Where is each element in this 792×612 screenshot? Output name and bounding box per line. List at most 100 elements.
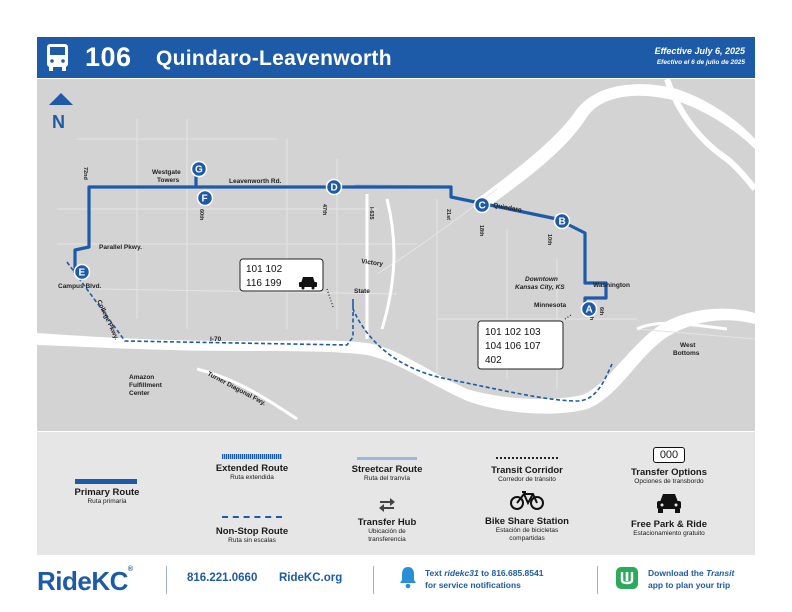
effective-date-es: Efectivo el 6 de julio de 2025 [656, 59, 745, 66]
i70-label: I-70 [210, 336, 222, 343]
corridor-swatch [496, 457, 558, 459]
brand-mark: ® [127, 566, 133, 573]
legend-parkride-es: Estacionamiento gratuito [633, 530, 705, 537]
website-link[interactable]: RideKC.org [279, 572, 343, 584]
i635-label: I-635 [368, 207, 374, 220]
stop-C-label: C [479, 201, 486, 212]
car-icon [299, 277, 317, 290]
stop-E-label: E [79, 268, 86, 279]
quindaro-label: Quindaro [493, 202, 523, 214]
extended-route-swatch [222, 454, 282, 459]
legend-streetcar-es: Ruta del tranvía [364, 475, 410, 482]
legend-corridor-es: Corredor de tránsito [498, 476, 556, 483]
app-name: Transit [706, 568, 735, 578]
stop-A[interactable]: A [580, 300, 598, 318]
streetcar-route-swatch [357, 457, 417, 460]
stop-D-label: D [331, 183, 338, 194]
legend-bikeshare-es: Estación de bicicletas [495, 527, 559, 534]
app-line-2: app to plan your trip [648, 580, 731, 590]
street-72nd: 72nd [82, 167, 88, 180]
legend-parkride-label: Free Park & Ride [630, 519, 708, 530]
text-notifications[interactable]: Text ridekc31 to 816.685.8541 for servic… [425, 567, 543, 591]
route-header: 106 Quindaro-Leavenworth Effective July … [37, 37, 755, 78]
stop-C[interactable]: C [473, 196, 491, 214]
leavenworth-label: Leavenworth Rd. [229, 178, 282, 185]
app-download[interactable]: Download the Transit app to plan your tr… [648, 567, 734, 591]
westgate-label-2: Towers [157, 177, 180, 184]
transfer-routes-row-3: 402 [485, 355, 502, 366]
kansas-river-north [477, 84, 755, 204]
parallel-label: Parallel Pkwy. [99, 244, 142, 251]
minnesota-label: Minnesota [534, 302, 567, 309]
transfer-routes-row-2: 116 199 [246, 278, 282, 289]
bell-icon [400, 567, 416, 589]
route-name: Quindaro-Leavenworth [156, 47, 392, 70]
transit-corridor [326, 288, 334, 308]
legend-corridor: Transit Corridor Corredor de tránsito [477, 457, 577, 484]
non-stop-route [66, 261, 613, 402]
legend-transfer-label: Transfer Options [630, 467, 707, 478]
stop-G-label: G [195, 165, 203, 176]
stop-D[interactable]: D [325, 178, 343, 196]
stop-F[interactable]: F [196, 189, 214, 207]
street-47th: 47th [321, 204, 327, 216]
bicycle-icon [510, 491, 544, 510]
street-10th: 10th [546, 234, 552, 246]
legend-bikeshare-label: Bike Share Station [485, 516, 569, 527]
street-6th: 6th [598, 307, 604, 316]
legend-hub: Transfer Hub Ubicación de transferencia [337, 496, 437, 544]
west-bottoms-label: West [680, 342, 696, 349]
amazon-label-2: Fulfillment [129, 382, 163, 389]
turner-diagonal [196, 367, 298, 421]
legend-nonstop-label: Non-Stop Route [215, 526, 289, 537]
street-60th: 60th [198, 209, 204, 221]
primary-route-swatch [75, 479, 137, 484]
transfer-box-downtown: 101 102 103 104 106 107 402 [477, 320, 564, 370]
stop-A-label: A [586, 305, 593, 316]
bus-icon [47, 44, 68, 71]
legend-primary [75, 479, 137, 487]
legend-streetcar: Streetcar Route Ruta del tranvía [337, 457, 437, 483]
state-label: State [354, 288, 370, 295]
legend-hub-es-2: transferencia [368, 536, 406, 543]
text-line-2: for service notifications [425, 580, 521, 590]
transfer-routes-row-1: 101 102 103 [485, 327, 541, 338]
footer-divider [597, 566, 598, 594]
campus-label: Campus Blvd. [58, 283, 102, 290]
primary-route [73, 164, 608, 309]
effective-date: Effective July 6, 2025 [654, 46, 745, 56]
street-21st: 21st [445, 209, 451, 220]
legend-bikeshare: Bike Share Station Estación de bicicleta… [477, 489, 577, 543]
street-18th: 18th [478, 225, 484, 237]
legend-hub-es: Ubicación de [368, 528, 406, 535]
transit-app-icon[interactable] [616, 567, 638, 589]
legend-bikeshare-es-2: compartidas [509, 535, 545, 542]
brand-name: RideKC [37, 566, 128, 596]
legend-transfer-es: Opciones de transbordo [634, 478, 704, 485]
downtown-label: Downtown [525, 276, 558, 283]
footer: RideKC® 816.221.0660 RideKC.org Text rid… [0, 556, 792, 612]
north-arrow-icon: N [49, 93, 73, 132]
stop-E[interactable]: E [73, 263, 91, 281]
legend-hub-label: Transfer Hub [357, 517, 417, 528]
phone-link[interactable]: 816.221.0660 [187, 572, 258, 584]
legend-primary-es: Ruta primaria [87, 498, 127, 505]
stop-B-label: B [559, 217, 566, 228]
legend-corridor-label: Transit Corridor [491, 465, 563, 476]
stop-B[interactable]: B [553, 212, 571, 230]
transfer-routes-row-1: 101 102 [246, 264, 283, 275]
legend-parkride: Free Park & Ride Estacionamiento gratuit… [619, 492, 719, 538]
route-number: 106 [85, 42, 132, 72]
downtown-label-2: Kansas City, KS [515, 284, 565, 291]
legend-nonstop: Non-Stop Route Ruta sin escalas [202, 516, 302, 545]
missouri-river [37, 308, 755, 414]
legend-extended-es: Ruta extendida [230, 474, 274, 481]
footer-divider [166, 566, 167, 594]
route-map[interactable]: N Westgate Towers Leavenworth Rd. Quinda… [37, 79, 755, 431]
north-label: N [52, 112, 65, 132]
car-icon [657, 494, 681, 513]
stop-G[interactable]: G [190, 160, 208, 178]
transfer-box-state: 101 102 116 199 [239, 258, 324, 292]
transfer-box-sample: 000 [652, 447, 686, 463]
transfer-routes-row-2: 104 106 107 [485, 341, 541, 352]
